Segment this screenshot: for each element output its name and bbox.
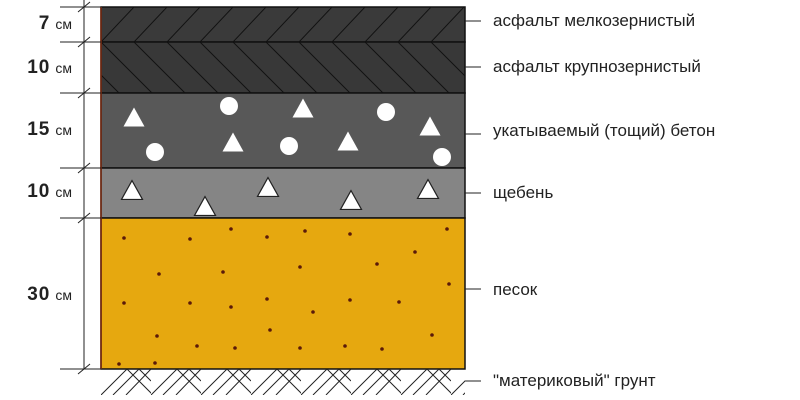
thickness-value: 30 xyxy=(27,284,51,305)
aggregate-triangle-icon xyxy=(222,132,244,152)
sand-grain-dot xyxy=(348,298,352,302)
sand-grain-dot xyxy=(221,270,225,274)
sand-grain-dot xyxy=(233,346,237,350)
sand-grain-dot xyxy=(375,262,379,266)
thickness-value: 10 xyxy=(27,57,51,78)
sand-grain-dot xyxy=(157,272,161,276)
layer-gravel xyxy=(100,167,466,219)
aggregate-triangle-icon xyxy=(193,195,217,217)
aggregate-triangle-icon xyxy=(416,178,440,200)
thickness-unit: см xyxy=(55,287,72,303)
dimension-tick xyxy=(77,1,91,13)
sand-grain-dot xyxy=(122,301,126,305)
sand-grain-dot xyxy=(229,227,233,231)
sand-grain-dot xyxy=(303,229,307,233)
sand-grain-dot xyxy=(430,333,434,337)
sand-grain-dot xyxy=(268,328,272,332)
aggregate-triangle-icon xyxy=(120,179,144,201)
thickness-value: 15 xyxy=(27,119,51,140)
sand-grain-dot xyxy=(195,344,199,348)
aggregate-circle-icon xyxy=(377,103,395,121)
layer-label-concrete: укатываемый (тощий) бетон xyxy=(493,121,716,140)
aggregate-circle-icon xyxy=(280,137,298,155)
sand-grain-dot xyxy=(397,300,401,304)
sand-grain-dot xyxy=(155,334,159,338)
hatch-asphalt-fine xyxy=(101,7,465,42)
aggregate-triangle-icon xyxy=(256,176,280,198)
thickness-value: 10 xyxy=(27,181,51,202)
thickness-unit: см xyxy=(55,122,72,138)
aggregate-circle-icon xyxy=(220,97,238,115)
sand-grain-dot xyxy=(229,305,233,309)
dimension-tick xyxy=(77,212,91,224)
sand-grain-dot xyxy=(413,250,417,254)
layer-label-asphalt-fine: асфальт мелкозернистый xyxy=(493,11,696,30)
sand-grain-dot xyxy=(188,301,192,305)
layer-label-sand: песок xyxy=(493,280,538,299)
layer-label-gravel: щебень xyxy=(493,183,554,202)
sand-grain-dot xyxy=(298,265,302,269)
sand-grain-dot xyxy=(447,282,451,286)
layer-label-ground: "материковый" грунт xyxy=(493,371,656,390)
hatch-asphalt-coarse xyxy=(101,42,465,93)
thickness-unit: см xyxy=(55,184,72,200)
aggregate-circle-icon xyxy=(433,148,451,166)
thickness-unit: см xyxy=(55,16,72,32)
sand-grain-dot xyxy=(298,346,302,350)
thickness-unit: см xyxy=(55,60,72,76)
thickness-value: 7 xyxy=(38,13,51,34)
dimension-tick xyxy=(77,162,91,174)
layer-sand xyxy=(100,217,466,370)
aggregate-triangle-icon xyxy=(419,116,441,136)
dimension-tick xyxy=(77,87,91,99)
ground-hatch xyxy=(101,369,465,395)
dimension-tick xyxy=(77,363,91,375)
aggregate-triangle-icon xyxy=(339,189,363,211)
sand-grain-dot xyxy=(153,361,157,365)
layer-label-asphalt-coarse: асфальт крупнозернистый xyxy=(493,57,701,76)
sand-grain-dot xyxy=(348,232,352,236)
aggregate-circle-icon xyxy=(146,143,164,161)
sand-grain-dot xyxy=(343,344,347,348)
sand-grain-dot xyxy=(380,347,384,351)
sand-grain-dot xyxy=(265,297,269,301)
sand-grain-dot xyxy=(311,310,315,314)
sand-grain-dot xyxy=(122,236,126,240)
aggregate-triangle-icon xyxy=(123,107,145,127)
aggregate-triangle-icon xyxy=(337,131,359,151)
dimension-tick xyxy=(77,36,91,48)
sand-grain-dot xyxy=(445,227,449,231)
sand-grain-dot xyxy=(188,237,192,241)
aggregate-triangle-icon xyxy=(292,98,314,118)
sand-grain-dot xyxy=(265,235,269,239)
sand-grain-dot xyxy=(117,362,121,366)
